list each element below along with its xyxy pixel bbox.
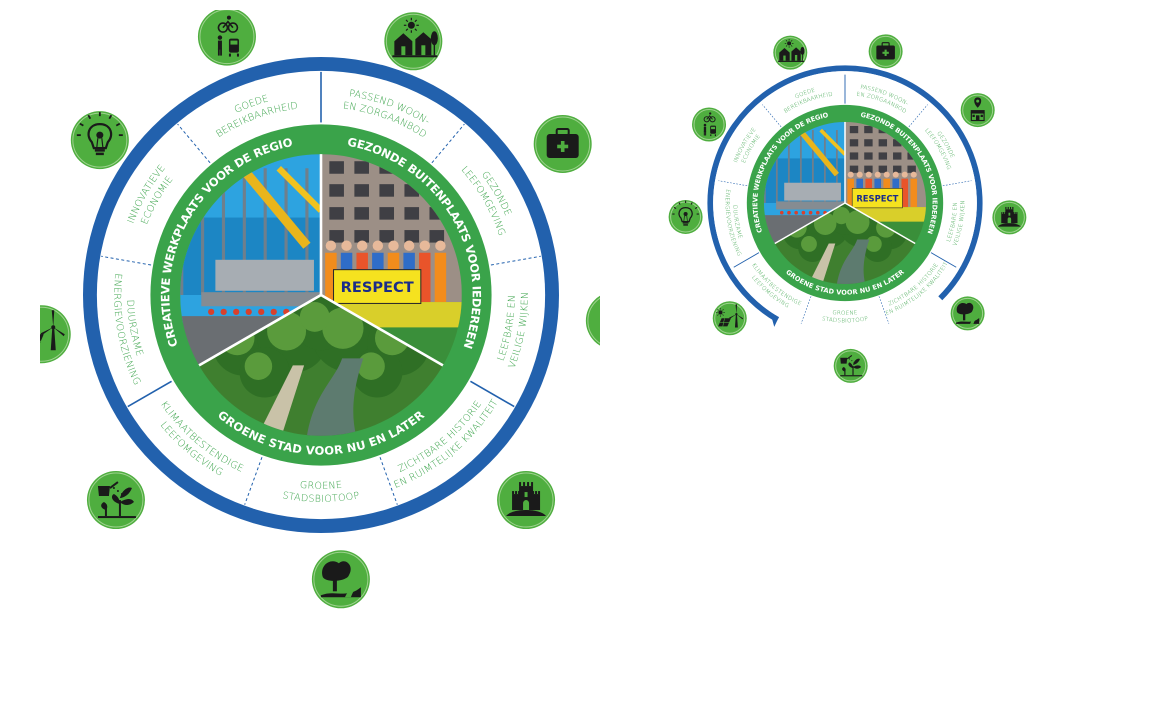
- lightbulb-icon: [672, 200, 699, 226]
- medical-kit-icon: [876, 42, 895, 60]
- outer-blue-ring: [707, 65, 983, 323]
- icon-disc: [833, 348, 868, 383]
- icon-disc: [70, 111, 129, 170]
- segment-label: STADSBIOTOOP: [282, 490, 361, 505]
- lightbulb-icon: [76, 112, 123, 156]
- cyclist-pedestrian-train-icon: [217, 15, 239, 57]
- tree-landscape-icon: [320, 561, 363, 598]
- medical-kit-icon: [546, 127, 579, 158]
- houses-icon: [778, 39, 805, 62]
- segment-divider: [244, 456, 263, 505]
- shop-location-icon: [970, 97, 985, 122]
- photo-industrial: [763, 121, 845, 244]
- solar-wind-icon: [40, 310, 65, 351]
- watering-plants-icon: [840, 354, 863, 377]
- icon-disc: [384, 12, 443, 71]
- segment-divider: [177, 123, 211, 164]
- icon-disc: [950, 296, 985, 331]
- icon-disc: [712, 301, 747, 336]
- icon-disc: [585, 295, 600, 346]
- respect-banner-text: RESPECT: [856, 193, 898, 203]
- castle-icon: [506, 482, 547, 517]
- icon-disc: [497, 471, 556, 530]
- icon-disc: [992, 200, 1027, 235]
- icon-disc: [692, 107, 727, 142]
- segment-divider: [101, 255, 152, 266]
- segment-divider: [908, 104, 928, 128]
- segment-label: DUURZAME: [732, 205, 744, 240]
- segment-divider: [379, 456, 398, 505]
- segment-divider: [127, 380, 172, 408]
- respect-banner-text: RESPECT: [341, 279, 414, 296]
- segment-divider: [942, 180, 972, 187]
- segment-divider: [930, 252, 957, 268]
- segment-divider: [733, 252, 760, 268]
- segment-divider: [470, 380, 515, 408]
- solar-wind-icon: [716, 304, 744, 328]
- segment-label: GROENE: [299, 480, 342, 492]
- icon-disc: [668, 199, 703, 234]
- icon-disc: [773, 35, 808, 70]
- icon-disc: [197, 10, 256, 66]
- segment-divider: [490, 255, 541, 266]
- icon-disc: [40, 305, 71, 364]
- icon-disc: [533, 114, 592, 173]
- segment-label: GROENE: [832, 310, 858, 317]
- icon-disc: [86, 471, 145, 530]
- castle-icon: [997, 206, 1021, 227]
- watering-plants-icon: [97, 481, 136, 519]
- icon-disc: [868, 34, 903, 69]
- icon-disc: [960, 93, 995, 128]
- tree-landscape-icon: [956, 302, 981, 324]
- segment-label: STADSBIOTOOP: [821, 316, 868, 324]
- houses-icon: [392, 17, 438, 58]
- icon-disc: [311, 550, 370, 609]
- cyclist-pedestrian-train-icon: [703, 112, 716, 137]
